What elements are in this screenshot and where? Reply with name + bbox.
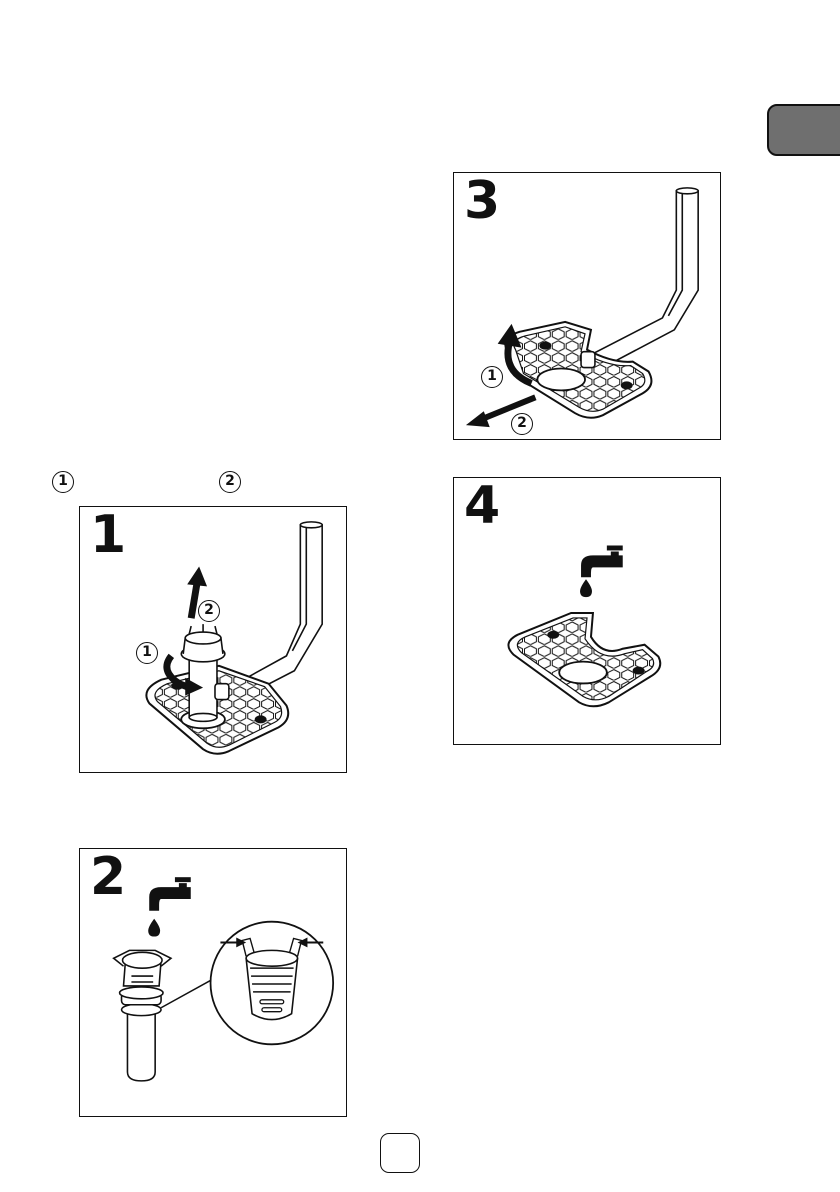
language-tab xyxy=(767,104,840,156)
faucet-icon xyxy=(581,545,623,577)
water-drop-icon xyxy=(148,919,160,937)
step-number: 4 xyxy=(464,480,500,532)
filter-mat-icon xyxy=(508,613,660,706)
step-panel-2: 2 xyxy=(79,848,347,1117)
panel-marker-2: 2 xyxy=(198,600,220,622)
filter-cylinder-icon xyxy=(114,950,171,1081)
step-number: 2 xyxy=(90,851,126,903)
spray-arm-tube-icon xyxy=(593,188,698,368)
step-panel-4: 4 xyxy=(453,477,721,745)
page-number-box xyxy=(380,1133,420,1173)
step-panel-1: 1 1 2 xyxy=(79,506,347,773)
step-number: 1 xyxy=(90,509,126,561)
panel-marker-2: 2 xyxy=(511,413,533,435)
panel-marker-1: 1 xyxy=(136,642,158,664)
water-drop-icon xyxy=(580,579,592,597)
step-number: 3 xyxy=(464,175,500,227)
panel-marker-1: 1 xyxy=(481,366,503,388)
lift-arrow-icon xyxy=(191,582,197,618)
legend-marker-2: 2 xyxy=(219,471,241,493)
faucet-icon xyxy=(149,877,191,911)
legend-marker-1: 1 xyxy=(52,471,74,493)
step-panel-3: 3 1 2 xyxy=(453,172,721,440)
